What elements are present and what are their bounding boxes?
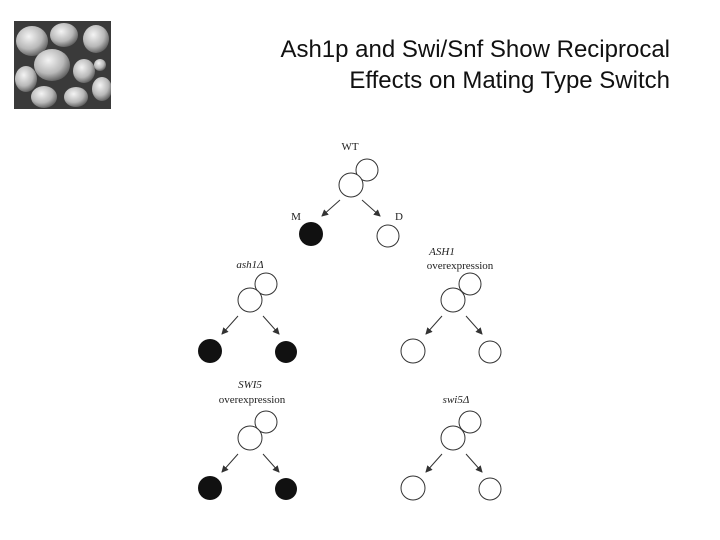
ash1-over-mother-progeny (400, 338, 426, 364)
ash1-delta-arrow-right (262, 315, 280, 335)
slide-title-line2: Effects on Mating Type Switch (349, 67, 670, 94)
ash1-over-mother (440, 287, 466, 313)
wt-daughter-bud (355, 158, 379, 182)
swi5-delta-bud (458, 410, 482, 434)
swi5-over-arrow-right (262, 453, 280, 473)
swi5-over-label-2: overexpression (219, 394, 286, 406)
ash1-over-daughter-progeny (478, 340, 502, 364)
slide-title: Ash1p and Swi/Snf Show Reciprocal Effect… (280, 34, 670, 96)
swi5-delta-arrow-right (465, 453, 483, 473)
wt-label: WT (341, 141, 358, 153)
swi5-delta-arrow-left (425, 453, 443, 473)
swi5-delta-daughter-progeny (478, 477, 502, 501)
mating-type-diagram: WT M D ash1Δ ASH1 overexpression SWI5 ov… (198, 141, 502, 501)
swi5-over-label-1: SWI5 (238, 379, 262, 391)
ash1-over-label-1: ASH1 (428, 246, 455, 258)
wt-mother-switched-cell (299, 222, 323, 246)
wt-daughter-unswitched-cell (376, 224, 400, 248)
wt-mother-cell (338, 172, 364, 198)
slide-title-line1: Ash1p and Swi/Snf Show Reciprocal (280, 36, 670, 63)
swi5-over-daughter-progeny (275, 478, 297, 500)
yeast-cells-micrograph-icon (14, 21, 111, 109)
ash1-delta-bud (254, 272, 278, 296)
swi5-delta-label: swi5Δ (443, 394, 470, 406)
swi5-over-bud (254, 410, 278, 434)
swi5-delta-mother-progeny (400, 475, 426, 501)
mother-label: M (291, 211, 301, 223)
ash1-over-bud (458, 272, 482, 296)
swi5-over-arrow-left (221, 453, 239, 473)
ash1-delta-label: ash1Δ (236, 259, 263, 271)
ash1-delta-mother (237, 287, 263, 313)
ash1-delta-arrow-left (221, 315, 239, 335)
daughter-label: D (395, 211, 403, 223)
swi5-delta-mother (440, 425, 466, 451)
ash1-delta-mother-progeny (198, 339, 222, 363)
ash1-over-arrow-right (465, 315, 483, 335)
ash1-over-label-2: overexpression (427, 260, 494, 272)
swi5-over-mother (237, 425, 263, 451)
wt-arrow-left (321, 199, 341, 217)
ash1-over-arrow-left (425, 315, 443, 335)
ash1-delta-daughter-progeny (275, 341, 297, 363)
wt-arrow-right (361, 199, 381, 217)
swi5-over-mother-progeny (198, 476, 222, 500)
